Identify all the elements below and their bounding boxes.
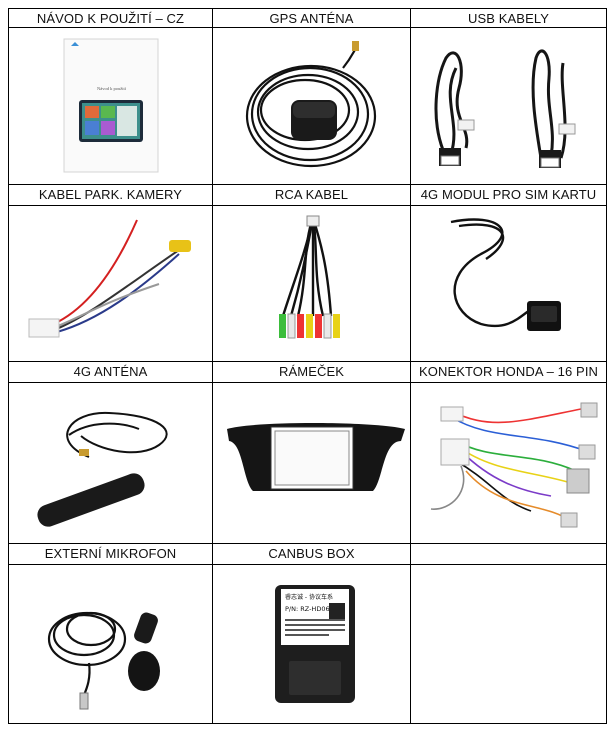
4g-sim-module-icon <box>411 204 606 361</box>
cell-frame: RÁMEČEK <box>213 362 410 543</box>
row-sep <box>8 184 607 185</box>
cell-label: CANBUS BOX <box>268 546 355 561</box>
cell-parking-camera-cable: KABEL PARK. KAMERY <box>9 185 212 361</box>
row-sep <box>8 543 607 544</box>
row-sep <box>8 564 607 565</box>
rca-cable-icon <box>213 204 410 361</box>
cell-label: RÁMEČEK <box>279 364 344 379</box>
cell-label: 4G ANTÉNA <box>73 364 148 379</box>
cell-empty <box>411 544 606 723</box>
4g-antenna-icon <box>9 381 212 543</box>
manual-icon: Návod k použití <box>9 28 212 184</box>
cell-4g-sim-module: 4G MODUL PRO SIM KARTU <box>411 185 606 361</box>
frame-icon <box>213 381 410 543</box>
cell-label: KONEKTOR HONDA – 16 PIN <box>418 364 599 379</box>
canbus-label-2: P/N: RZ-HD06 <box>285 605 330 613</box>
grid-vline-2 <box>410 8 411 724</box>
cell-label: EXTERNÍ MIKROFON <box>44 546 177 561</box>
grid-border-right <box>606 8 607 724</box>
canbus-box-icon: 睿志诚 - 协议车系 P/N: RZ-HD06 <box>213 563 410 723</box>
canbus-label-1: 睿志诚 - 协议车系 <box>285 593 333 601</box>
grid-border-bottom <box>8 723 607 724</box>
row-sep <box>8 205 607 206</box>
cell-canbus-box: CANBUS BOX 睿志诚 - 协议车系 P/N: RZ-HD06 <box>213 544 410 723</box>
cell-gps-antenna: GPS ANTÉNA <box>213 9 410 184</box>
cell-usb-cables: USB KABELY <box>411 9 606 184</box>
cell-label: KABEL PARK. KAMERY <box>38 187 183 202</box>
honda-connector-icon <box>411 381 606 543</box>
row-sep <box>8 27 607 28</box>
parking-camera-cable-icon <box>9 204 212 361</box>
grid-border-left <box>8 8 9 724</box>
grid-border-top <box>8 8 607 9</box>
cell-label: NÁVOD K POUŽITÍ – CZ <box>36 11 185 26</box>
cell-4g-antenna: 4G ANTÉNA <box>9 362 212 543</box>
cell-manual: NÁVOD K POUŽITÍ – CZ Návod k použití <box>9 9 212 184</box>
grid-vline-1 <box>212 8 213 724</box>
manual-title: Návod k použití <box>97 86 127 91</box>
cell-label: 4G MODUL PRO SIM KARTU <box>420 187 597 202</box>
cell-microphone: EXTERNÍ MIKROFON <box>9 544 212 723</box>
usb-cables-icon <box>411 28 606 184</box>
cell-honda-connector: KONEKTOR HONDA – 16 PIN <box>411 362 606 543</box>
row-sep <box>8 382 607 383</box>
cell-label: USB KABELY <box>468 11 549 26</box>
microphone-icon <box>9 563 212 723</box>
cell-label: GPS ANTÉNA <box>269 11 354 26</box>
cell-rca-cable: RCA KABEL <box>213 185 410 361</box>
gps-antenna-icon <box>213 28 410 184</box>
cell-label: RCA KABEL <box>274 187 349 202</box>
row-sep <box>8 361 607 362</box>
